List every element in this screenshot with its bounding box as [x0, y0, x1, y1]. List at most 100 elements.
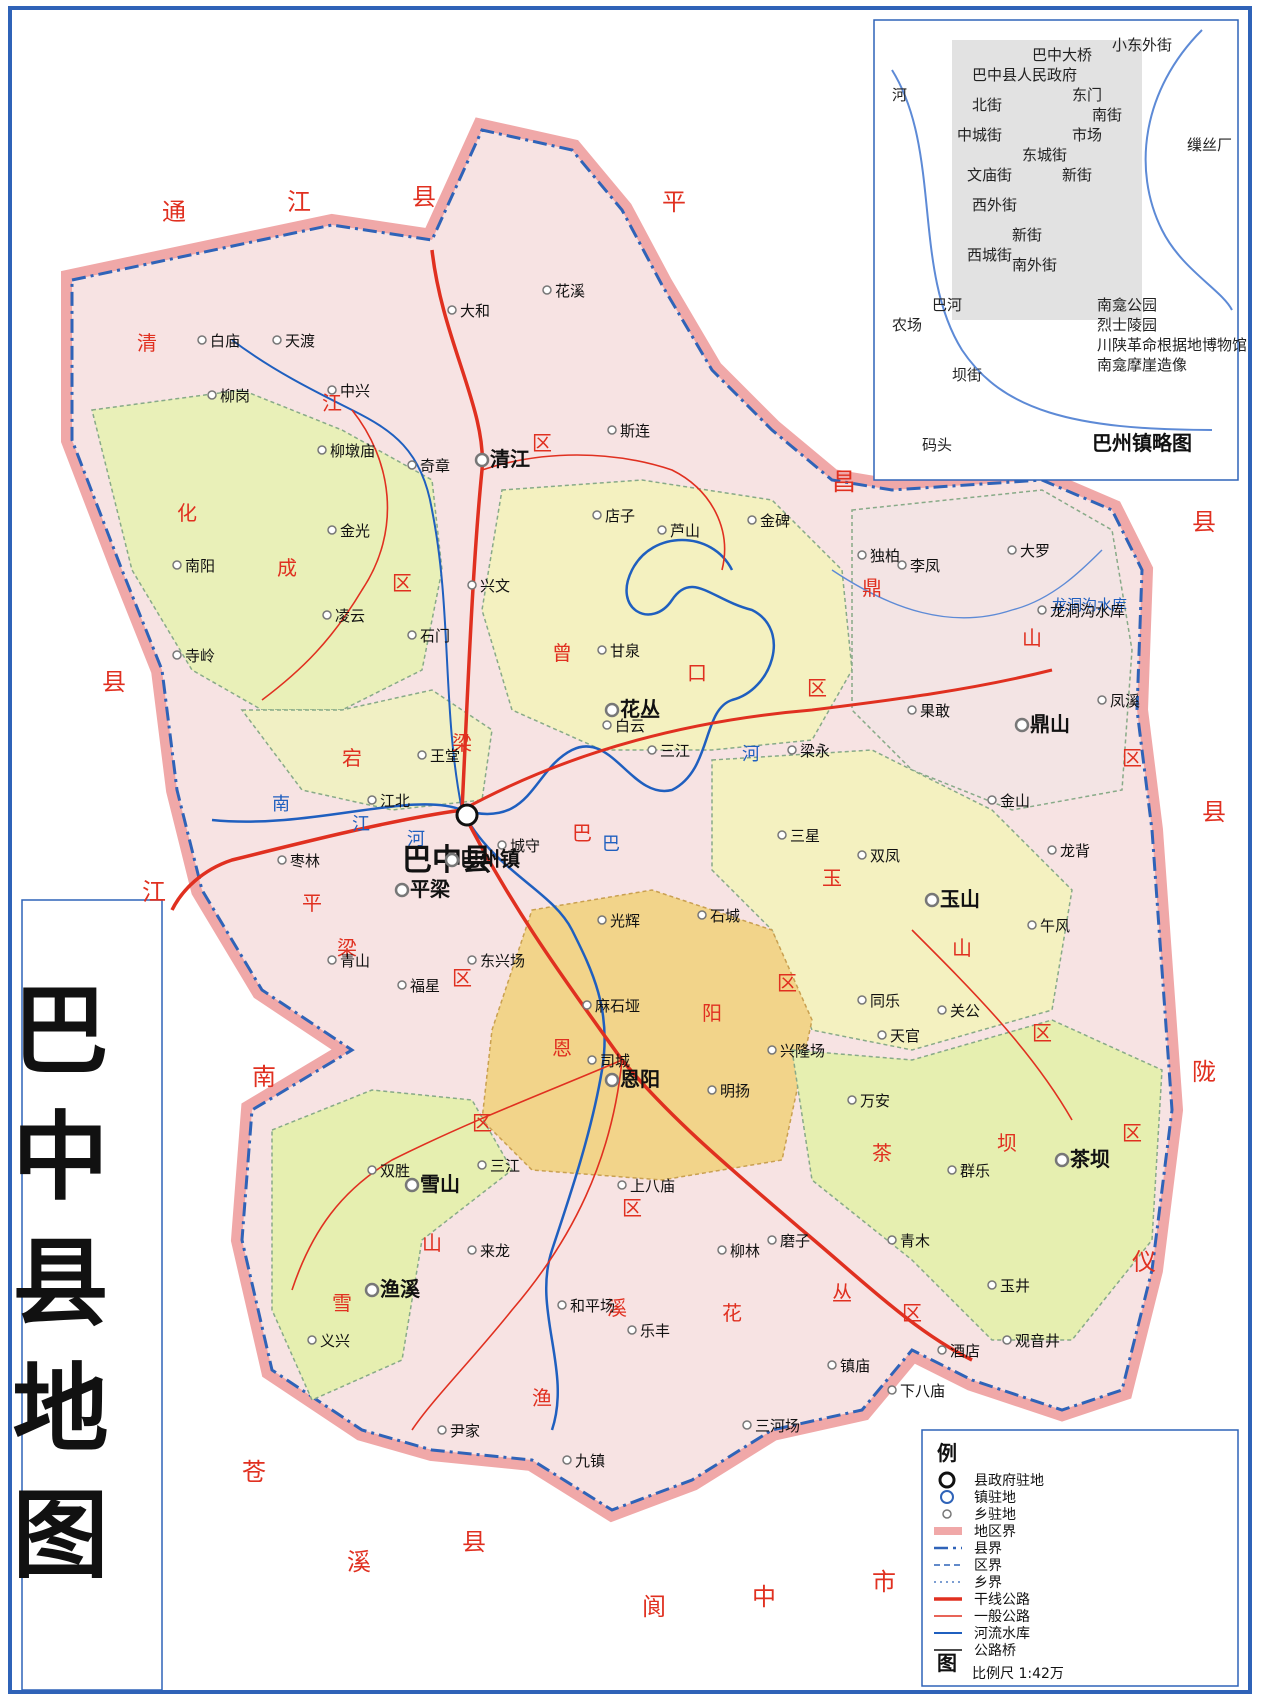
town-marker	[437, 1425, 447, 1435]
district-label: 山	[422, 1231, 442, 1255]
town-label: 恩阳	[620, 1067, 660, 1091]
town-marker	[857, 550, 867, 560]
town-marker	[777, 830, 787, 840]
legend-label: 公路桥	[974, 1643, 1016, 1659]
town-marker	[1037, 605, 1047, 615]
town-marker	[937, 1005, 947, 1015]
district-label: 山	[1022, 626, 1042, 650]
town-label: 寺岭	[185, 647, 215, 665]
town-marker	[987, 1280, 997, 1290]
district-label: 梁	[452, 731, 472, 755]
district-label: 区	[1122, 1121, 1142, 1145]
inset-label: 巴河	[932, 296, 962, 314]
district-label: 梁	[337, 936, 357, 960]
town-label: 白庙	[210, 332, 240, 350]
inset-label: 西城街	[967, 246, 1012, 264]
town-label: 兴文	[480, 577, 510, 595]
town-label: 金碑	[760, 512, 790, 530]
town-label: 玉山	[940, 887, 980, 911]
inset-label: 新街	[1062, 166, 1092, 184]
town-marker	[592, 510, 602, 520]
inset-label: 市场	[1072, 126, 1102, 144]
inset-river-2	[1144, 29, 1233, 311]
district-label: 溪	[607, 1296, 627, 1320]
district-label: 区	[472, 1111, 492, 1135]
legend-symbol	[938, 1471, 956, 1489]
town-label: 天渡	[285, 332, 315, 350]
town-marker	[602, 720, 612, 730]
town-marker	[467, 580, 477, 590]
river-label: 河	[742, 744, 760, 765]
town-label: 清江	[490, 447, 530, 471]
district-label: 清	[137, 331, 157, 355]
river-label: 巴	[602, 834, 620, 855]
river-branch	[831, 549, 1103, 619]
town-marker	[367, 1165, 377, 1175]
town-label: 龙背	[1060, 842, 1090, 860]
town-marker	[847, 1095, 857, 1105]
town-marker	[1002, 1335, 1012, 1345]
legend-label: 镇驻地	[974, 1490, 1016, 1506]
town-label: 镇庙	[840, 1357, 870, 1375]
legend-label: 地区界	[974, 1524, 1016, 1540]
town-marker	[597, 915, 607, 925]
town-label: 万安	[860, 1092, 890, 1110]
town-marker	[887, 1385, 897, 1395]
town-label: 同乐	[870, 992, 900, 1010]
legend-box	[921, 1429, 1239, 1687]
town-label: 三江	[490, 1157, 520, 1175]
town-label: 奇章	[420, 457, 450, 475]
town-label: 东兴场	[480, 952, 525, 970]
town-label: 江北	[380, 792, 410, 810]
town-marker	[1047, 845, 1057, 855]
legend-label: 一般公路	[974, 1609, 1030, 1625]
town-label: 兴隆场	[780, 1042, 825, 1060]
inset-label: 烈士陵园	[1097, 316, 1157, 334]
town-label: 雪山	[420, 1172, 460, 1196]
neighbor-langzhong-3: 市	[872, 1568, 896, 1596]
district-enyang	[481, 889, 813, 1181]
town-marker	[327, 385, 337, 395]
town-marker	[474, 452, 490, 468]
town-label: 枣林	[290, 852, 320, 870]
town-label: 九镇	[575, 1452, 605, 1470]
inset-label: 西外街	[972, 196, 1017, 214]
town-label: 三星	[790, 827, 820, 845]
inset-label: 新街	[1012, 226, 1042, 244]
inset-label: 缫丝厂	[1187, 136, 1232, 154]
inset-label: 中城街	[957, 126, 1002, 144]
town-label: 城守	[510, 837, 540, 855]
town-label: 下八庙	[900, 1382, 945, 1400]
district-chaba	[791, 1019, 1163, 1341]
town-label: 明扬	[720, 1082, 750, 1100]
town-marker	[1097, 695, 1107, 705]
town-label: 梁永	[800, 742, 830, 760]
district-dangliang	[240, 689, 493, 811]
town-label: 平梁	[410, 877, 451, 901]
river-nanjiang	[231, 339, 463, 811]
town-marker	[447, 305, 457, 315]
town-marker	[397, 980, 407, 990]
town-marker	[327, 955, 337, 965]
inset-label: 东城街	[1022, 146, 1067, 164]
inset-label: 南龛公园	[1097, 296, 1157, 314]
town-marker	[897, 560, 907, 570]
district-label: 区	[1122, 746, 1142, 770]
town-marker	[907, 705, 917, 715]
town-marker	[277, 855, 287, 865]
town-marker	[747, 515, 757, 525]
inset-label: 河	[892, 86, 907, 104]
town-label: 李凤	[910, 557, 940, 575]
district-label: 巴	[572, 821, 592, 845]
town-label: 凤溪	[1110, 692, 1140, 710]
town-marker	[327, 525, 337, 535]
town-marker	[407, 630, 417, 640]
town-label: 茶坝	[1070, 1147, 1110, 1171]
town-label: 石城	[710, 907, 740, 925]
neighbor-tongjiang-2: 江	[287, 188, 311, 216]
district-label: 区	[452, 966, 472, 990]
district-label: 江	[322, 391, 342, 415]
town-marker	[697, 910, 707, 920]
town-marker	[542, 285, 552, 295]
district-label: 茶	[872, 1141, 892, 1165]
